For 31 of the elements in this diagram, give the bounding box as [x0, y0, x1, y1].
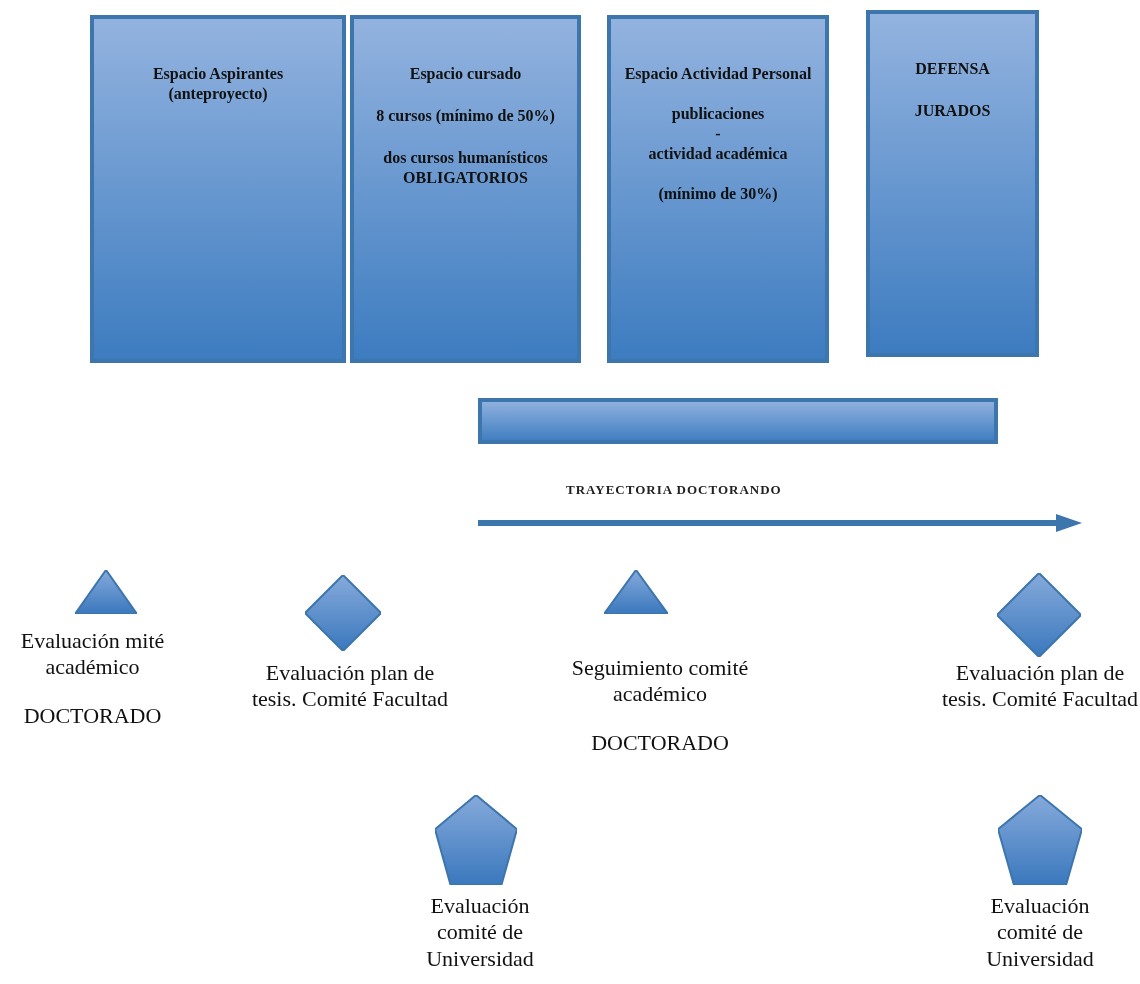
stage-box [90, 15, 346, 363]
stage-box [350, 15, 581, 363]
timeline-label: TRAYECTORIA DOCTORANDO [566, 482, 782, 498]
caption-text: Evaluación plan de tesis. Comité Facultad [250, 660, 450, 713]
caption-text: DOCTORADO [591, 729, 729, 757]
pentagon-shape [998, 795, 1082, 885]
stage-box [866, 10, 1039, 357]
decision-diamond [997, 573, 1081, 657]
box-text: - [715, 124, 721, 144]
stage-box [607, 15, 829, 363]
triangle-shape [604, 570, 668, 614]
box-text: Espacio cursado [409, 64, 522, 84]
box-text: dos cursos humanísticos OBLIGATORIOS [382, 148, 549, 188]
bar-shape [478, 398, 998, 444]
caption-text: Seguimiento comité académico [570, 655, 750, 708]
caption-text: Evaluación mité académico [19, 628, 166, 681]
caption-text: DOCTORADO [23, 702, 162, 730]
caption-text: Evaluación plan de tesis. Comité Facultad [940, 660, 1140, 713]
box-text: (mínimo de 30%) [658, 184, 778, 204]
caption-text: Evaluación comité de Universidad [985, 893, 1095, 973]
box-text: publicaciones [671, 104, 765, 124]
box-text: actividad académica [648, 144, 788, 164]
caption-text: Evaluación comité de Universidad [425, 893, 535, 973]
box-text: 8 cursos (mínimo de 50%) [376, 106, 555, 126]
decision-diamond [305, 575, 381, 651]
box-text: Espacio Actividad Personal [624, 64, 812, 84]
pentagon-shape [435, 795, 517, 885]
box-text: Espacio Aspirantes (anteproyecto) [151, 64, 285, 104]
triangle-shape [75, 570, 137, 614]
box-text: DEFENSA [915, 59, 990, 79]
box-text: JURADOS [914, 101, 991, 121]
